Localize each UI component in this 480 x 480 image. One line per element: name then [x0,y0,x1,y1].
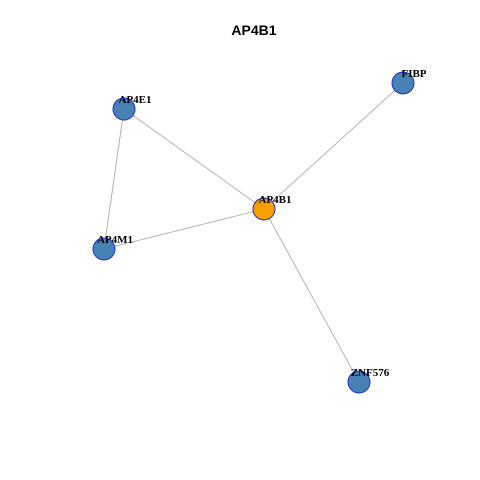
edge-znf576-ap4b1 [263,208,360,383]
node-circle-ap4b1 [252,197,276,221]
node-label-ap4m1: AP4M1 [97,234,133,246]
edge-fibp-ap4b1 [263,82,404,210]
node-label-znf576: ZNF576 [351,367,390,379]
edge-ap4m1-ap4b1 [103,208,265,250]
node-circle-fibp [391,71,415,95]
node-ap4e1: AP4E1 [112,94,152,121]
node-label-ap4b1: AP4B1 [259,194,292,206]
node-label-fibp: FIBP [401,68,426,80]
node-ap4b1: AP4B1 [252,194,292,221]
edges-layer [103,82,404,383]
node-znf576: ZNF576 [347,367,390,394]
node-circle-znf576 [347,370,371,394]
node-circle-ap4m1 [92,237,116,261]
node-fibp: FIBP [391,68,427,95]
node-ap4m1: AP4M1 [92,234,133,261]
edge-ap4e1-ap4b1 [123,108,265,210]
node-label-ap4e1: AP4E1 [119,94,152,106]
edge-ap4e1-ap4m1 [103,108,125,250]
node-circle-ap4e1 [112,97,136,121]
graph-title: AP4B1 [231,22,276,38]
